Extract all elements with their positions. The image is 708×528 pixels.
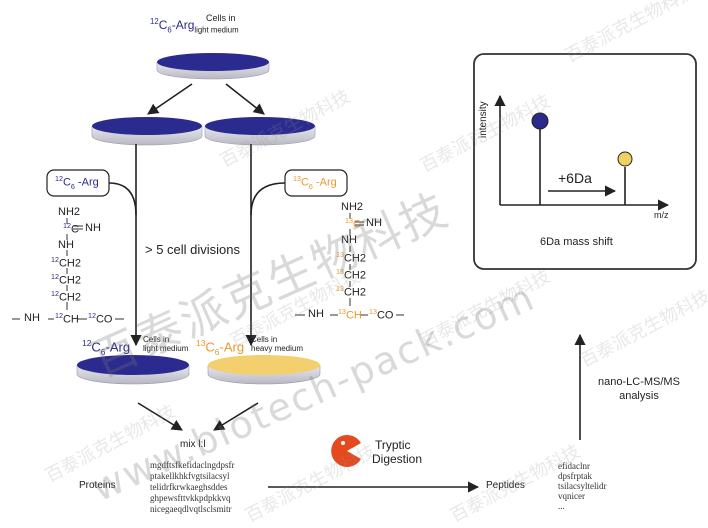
pacman-trypsin-icon — [331, 435, 361, 467]
peptide-item: ... — [558, 501, 565, 511]
ms-ylabel: intensity — [478, 101, 489, 138]
heavy-arg-label: 13C6 -Arg — [293, 175, 337, 191]
ms-spectrum-box — [473, 53, 697, 270]
arrow-mix-right — [213, 402, 259, 431]
right-alpha-ch: 13CH — [338, 308, 362, 322]
protein-sequence: mgdftsfkefidaclngdpsfr ptakellkhkfvgtsil… — [150, 460, 234, 515]
left-ch2-1: 12CH2 — [51, 256, 81, 270]
mix-label: mix l:l — [180, 439, 206, 450]
petri-dish-top — [156, 53, 270, 80]
curve-light-arg — [108, 182, 137, 216]
left-backbone-nh: NH — [24, 312, 40, 324]
top-dish-label: 12C6-Arglight medium — [150, 17, 239, 35]
ms-point-light — [531, 112, 549, 130]
curve-heavy-arg — [250, 182, 286, 216]
right-carbonyl: 13CO — [369, 308, 394, 322]
left-molecule-bonds — [12, 218, 124, 320]
protein-seq-line: mgdftsfkefidaclngdpsfr — [150, 460, 235, 470]
petri-dish-middle-left — [91, 117, 203, 146]
petri-dish-bottom-heavy — [207, 355, 321, 385]
left-amine-nh: NH — [58, 239, 74, 251]
protein-seq-line: telidrfkrwkaeghsddes — [150, 482, 228, 492]
pacman-eye — [341, 441, 345, 445]
peptide-item: tsilacsyltelidr — [558, 481, 607, 491]
left-ch2-3: 12CH2 — [51, 290, 81, 304]
arrow-split-left — [147, 83, 193, 115]
left-ch2-2: 12CH2 — [51, 273, 81, 287]
left-imine-nh: NH — [85, 222, 101, 234]
ms-shift-label: +6Da — [558, 170, 592, 186]
peptide-item: dpsfrptak — [558, 471, 592, 481]
protein-seq-line: ghpewsfttvkkpdpkkvq — [150, 493, 231, 503]
right-molecule-bonds — [295, 213, 404, 316]
nano-lc-ms-label: nano-LC-MS/MS analysis — [598, 376, 680, 402]
peptide-item: vqnicer — [558, 491, 585, 501]
bottom-heavy-dish-label: 13C6-Arg — [196, 338, 245, 357]
right-guanidino-c: 13C — [345, 217, 361, 231]
peptides-label: Peptides — [486, 480, 525, 491]
right-backbone-nh: NH — [308, 308, 324, 320]
peptide-item: efidaclnr — [558, 461, 590, 471]
proteins-label: Proteins — [79, 480, 116, 491]
petri-dish-middle-right — [204, 117, 316, 146]
left-carbonyl: 12CO — [88, 312, 113, 326]
protein-seq-line: nicegaeqdlvqtlsclsmitr — [150, 504, 232, 514]
bottom-light-dish-label: 12C6-Arg — [82, 338, 131, 357]
ms-caption: 6Da mass shift — [540, 236, 613, 248]
right-imine-nh: NH — [366, 217, 382, 229]
ms-xlabel: m/z — [654, 210, 669, 220]
top-dish-caption: Cells in — [206, 13, 236, 23]
right-ch2-1: 13CH2 — [336, 251, 366, 265]
right-ch2-3: 13CH2 — [336, 285, 366, 299]
left-guanidino-c: 12C — [63, 222, 79, 236]
cell-divisions-label: > 5 cell divisions — [145, 242, 241, 257]
right-amine-nh: NH — [341, 234, 357, 246]
peptide-list: efidaclnr dpsfrptak tsilacsyltelidr vqni… — [558, 461, 607, 511]
tryptic-digestion-label: Tryptic Digestion — [372, 438, 423, 466]
protein-seq-line: ptakellkhkfvgtsilacsyl — [150, 471, 230, 481]
left-nh2: NH2 — [58, 206, 81, 218]
petri-dish-bottom-light — [76, 355, 190, 385]
light-arg-label: 12C6 -Arg — [55, 175, 99, 191]
right-ch2-2: 13CH2 — [336, 268, 366, 282]
left-alpha-ch: 12CH — [55, 312, 79, 326]
arrow-split-right — [225, 83, 265, 115]
right-nh2: NH2 — [341, 201, 364, 213]
arrow-mix-left — [137, 402, 183, 431]
ms-point-heavy — [617, 151, 633, 167]
